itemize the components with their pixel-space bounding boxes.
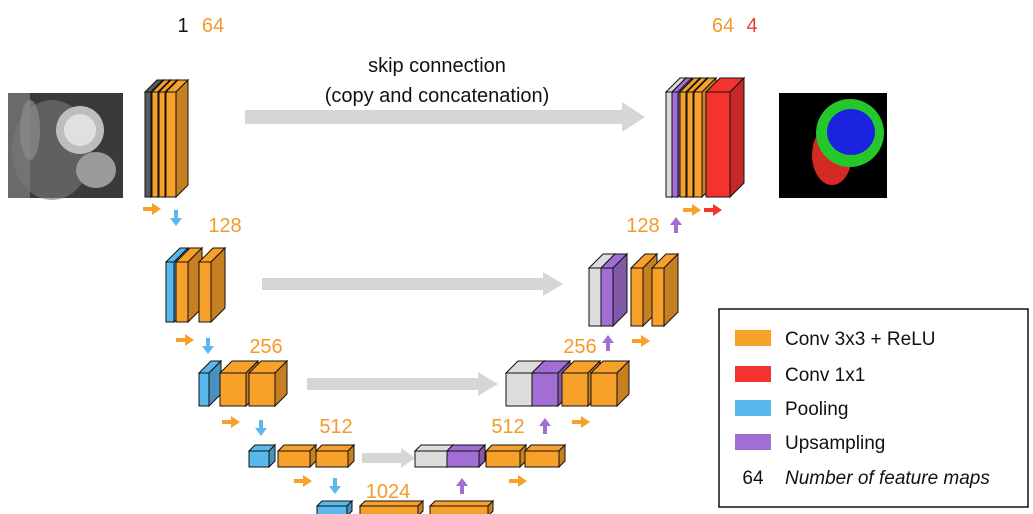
label-dec2: 128	[626, 215, 659, 237]
pool-arrow-enc3	[255, 420, 267, 436]
enc3-pool-map	[197, 359, 223, 408]
pool-arrow-enc2	[202, 338, 214, 354]
skip-label-line1: skip connection	[368, 55, 506, 77]
skip-arrow-2	[262, 272, 563, 296]
enc1-conv-map-c	[164, 78, 190, 199]
conv-arrow-dec1	[683, 204, 701, 216]
enc2-conv-map-b	[197, 246, 227, 324]
enc4-conv-map-b	[314, 443, 356, 469]
label-enc1-in: 1	[177, 15, 188, 37]
conv-arrow-dec4	[509, 475, 527, 487]
conv-arrow-dec3	[572, 416, 590, 428]
legend-swatch-upsampling	[735, 434, 771, 450]
enc4-pool-map	[247, 443, 277, 469]
dec2-conv-map-b	[650, 252, 680, 328]
skip-arrow-4	[362, 448, 415, 468]
dec3-conv-map-b	[589, 359, 631, 408]
conv1x1-arrow-output	[704, 204, 722, 216]
legend-label-conv: Conv 3x3 + ReLU	[785, 329, 936, 350]
legend-label-pooling: Pooling	[785, 399, 848, 420]
up-arrow-dec1	[670, 217, 682, 233]
bottleneck-conv-map-b	[428, 499, 495, 514]
dec4-conv-map-a	[484, 443, 528, 469]
legend-swatch-conv	[735, 330, 771, 346]
feature-map-blocks	[143, 76, 746, 514]
conv-arrow-enc4	[294, 475, 312, 487]
label-dec3: 256	[563, 336, 596, 358]
dec4-conv-map-b	[523, 443, 567, 469]
legend-label-upsampling: Upsampling	[785, 433, 885, 454]
legend-label-conv1x1: Conv 1x1	[785, 365, 865, 386]
conv-arrow-enc2	[176, 334, 194, 346]
label-enc3: 256	[249, 336, 282, 358]
bottleneck-pool-map	[315, 499, 354, 514]
output-conv1x1-map	[704, 76, 746, 199]
up-arrow-dec2	[602, 335, 614, 351]
label-enc2: 128	[208, 215, 241, 237]
legend-example-number: 64	[742, 468, 764, 489]
output-segmentation-image	[779, 93, 887, 198]
up-arrow-dec3	[539, 418, 551, 434]
dec4-up-map	[445, 443, 487, 469]
pool-arrow-enc4	[329, 478, 341, 494]
legend-swatch-pooling	[735, 400, 771, 416]
conv-arrow-dec2	[632, 335, 650, 347]
conv-arrow-enc1	[143, 203, 161, 215]
pool-arrow-enc1	[170, 210, 182, 226]
label-enc1-out: 64	[202, 15, 224, 37]
conv-arrow-enc3	[222, 416, 240, 428]
skip-arrow-1	[245, 102, 645, 132]
skip-label-line2: (copy and concatenation)	[325, 85, 550, 107]
skip-arrow-3	[307, 372, 498, 396]
enc3-conv-map-b	[247, 359, 289, 408]
enc2-conv-map-a	[174, 246, 204, 324]
legend-example-text: Number of feature maps	[785, 468, 990, 489]
dec2-up-map	[599, 252, 629, 328]
bottleneck-conv-map-a	[358, 499, 425, 514]
enc4-conv-map-a	[276, 443, 318, 469]
label-dec4: 512	[491, 416, 524, 438]
label-enc4: 512	[319, 416, 352, 438]
label-bottleneck: 1024	[366, 481, 411, 503]
up-arrow-dec4	[456, 478, 468, 494]
label-dec1: 64	[712, 15, 734, 37]
input-mri-image	[8, 93, 123, 200]
operation-arrows	[143, 203, 722, 494]
legend-swatch-conv1x1	[735, 366, 771, 382]
legend: Conv 3x3 + ReLU Conv 1x1 Pooling Upsampl…	[718, 308, 1029, 508]
label-output: 4	[746, 15, 757, 37]
